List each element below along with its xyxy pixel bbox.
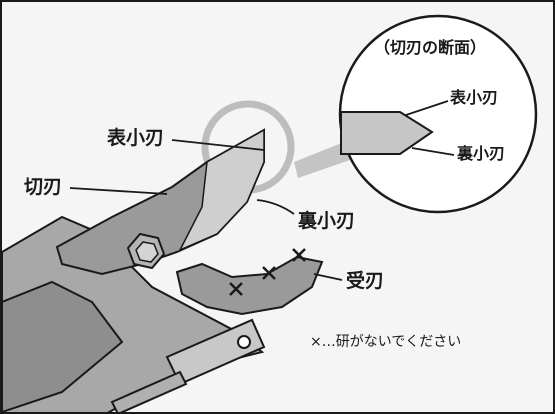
callout-lower-label: 裏小刃 xyxy=(457,144,506,163)
callout-upper-label: 表小刃 xyxy=(450,88,499,107)
cutting-blade-label: 切刃 xyxy=(24,176,63,198)
cross-section-magnifier xyxy=(338,14,538,214)
anvil-blade xyxy=(175,255,324,316)
callout-title: （切刃の断面） xyxy=(374,38,487,57)
sharpen-note: ×…研がないでください xyxy=(310,334,462,350)
no-sharpen-marks xyxy=(229,248,306,296)
anvil-blade-label: 受刃 xyxy=(346,270,385,292)
magnifier-connector xyxy=(294,142,350,178)
spring-bar xyxy=(110,318,266,412)
lower-handle xyxy=(2,280,124,412)
front-bevel-label: 表小刃 xyxy=(107,127,165,149)
blade-bevel xyxy=(178,128,265,252)
leader-lines xyxy=(69,100,455,281)
back-bevel-label: 裏小刃 xyxy=(298,210,356,232)
pivot-nut xyxy=(126,232,166,270)
